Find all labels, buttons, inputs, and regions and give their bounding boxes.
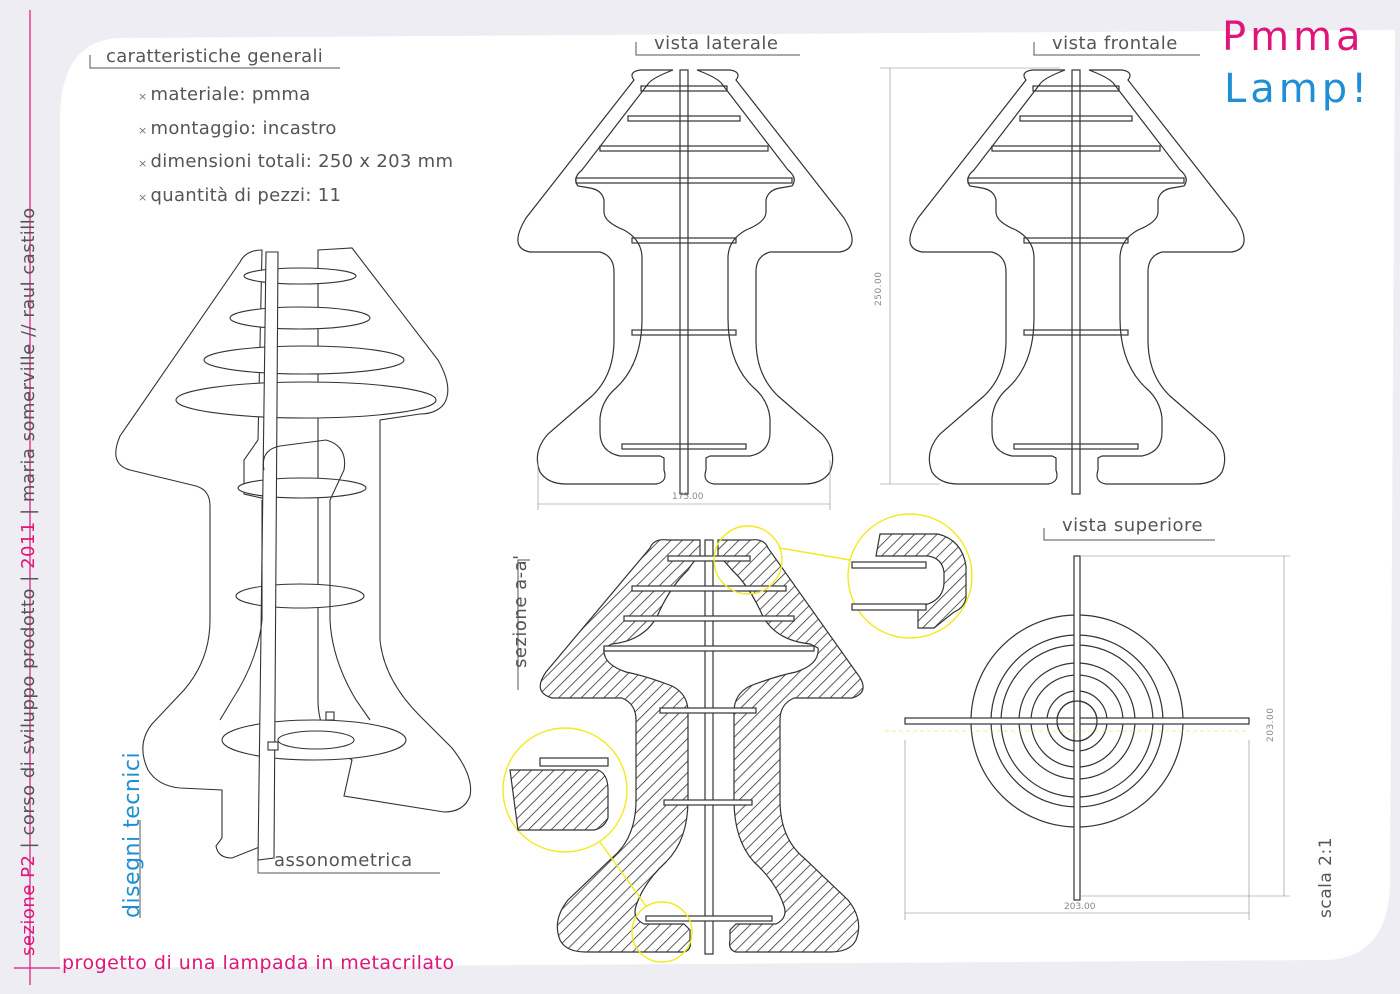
top-view-label: vista superiore: [1062, 515, 1204, 536]
subtitle-label: disegni tecnici: [120, 751, 145, 918]
sidebar-credits: sezione P2 | corso di sviluppo prodotto …: [18, 207, 39, 956]
features-heading: caratteristiche generali: [106, 46, 324, 67]
section-view-drawing: [539, 539, 864, 955]
feature-item: ×dimensioni totali: 250 x 203 mm: [138, 151, 454, 172]
feature-item: ×montaggio: incastro: [138, 118, 337, 139]
side-width-dimension: 175.00: [672, 492, 704, 502]
top-width-dimension: 203.00: [1064, 902, 1096, 912]
feature-item: ×materiale: pmma: [138, 84, 311, 105]
label-brackets: [89, 42, 1215, 918]
detail-zoom-bottom: [509, 757, 609, 831]
front-height-dimension: 250.00: [874, 271, 884, 307]
section-label: sezione a-a': [510, 554, 531, 668]
side-view-dimension: [537, 460, 831, 510]
top-height-dimension: 203.00: [1266, 707, 1276, 743]
detail-zoom-top: [851, 533, 967, 629]
axonometric-drawing: [115, 247, 472, 861]
side-view-label: vista laterale: [654, 33, 779, 54]
front-view-dimension: [880, 67, 1060, 485]
scale-label: scala 2:1: [1316, 836, 1336, 918]
brand-line-1: Pmma: [1222, 14, 1365, 60]
detail-callouts: [502, 513, 973, 963]
top-view-drawing: [904, 555, 1250, 901]
top-view-dimension: [885, 555, 1290, 920]
side-view-drawing: [517, 69, 853, 495]
feature-item: ×quantità di pezzi: 11: [138, 185, 342, 206]
axonometric-label: assonometrica: [274, 850, 413, 871]
footer-caption: progetto di una lampada in metacrilato: [62, 952, 455, 974]
brand-line-2: Lamp!: [1224, 66, 1372, 112]
front-view-drawing: [909, 69, 1245, 495]
front-view-label: vista frontale: [1052, 33, 1178, 54]
